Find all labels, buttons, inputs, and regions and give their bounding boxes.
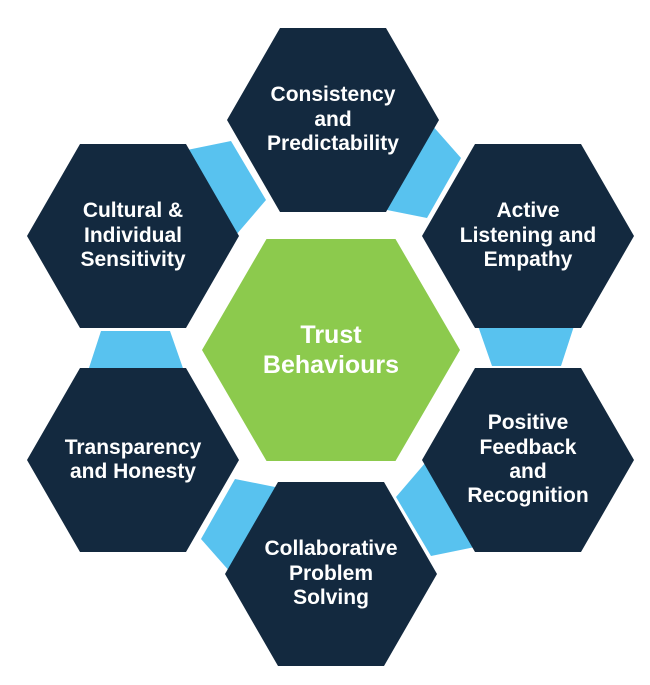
hexagon-top bbox=[227, 28, 439, 212]
hexagon-center bbox=[202, 239, 460, 461]
hexagon-bottom-left bbox=[27, 368, 239, 552]
connector-west bbox=[87, 331, 185, 374]
outer-hexagons bbox=[27, 28, 634, 666]
hexagon-top-left bbox=[27, 144, 239, 328]
connectors bbox=[87, 124, 575, 573]
connector-northeast bbox=[382, 124, 461, 218]
hexagon-top-right bbox=[422, 144, 634, 328]
hexagon-bottom-right bbox=[422, 368, 634, 552]
hexagon-bottom bbox=[225, 482, 437, 666]
connector-southwest bbox=[201, 479, 280, 573]
connector-east bbox=[477, 323, 575, 366]
connector-northwest bbox=[187, 141, 266, 235]
connector-southeast bbox=[396, 462, 475, 556]
